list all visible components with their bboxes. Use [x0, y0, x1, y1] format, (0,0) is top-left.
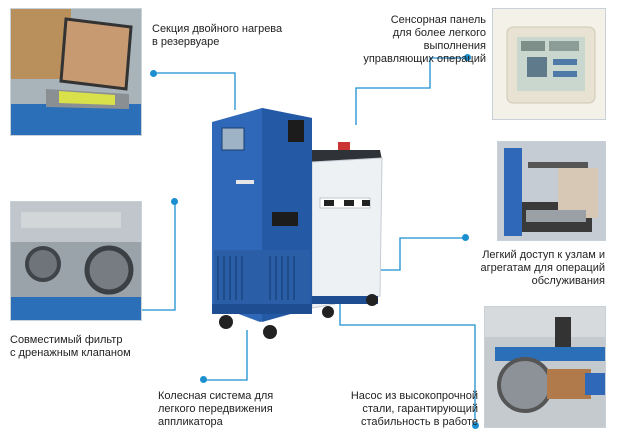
caption-pump: Насос из высокопрочной стали, гарантирую… [351, 390, 478, 429]
caption-line: стали, гарантирующий [362, 403, 478, 415]
marker-dot-touch-panel [464, 54, 471, 61]
marker-dot-filter [171, 198, 178, 205]
caption-line: для более легкого [392, 27, 486, 39]
touch-panel-photo [492, 8, 606, 120]
caption-line: выполнения [423, 40, 486, 52]
marker-dot-access [462, 234, 469, 241]
caption-line: в резервуаре [152, 36, 220, 48]
caption-maintenance-access: Легкий доступ к узлам и агрегатам для оп… [480, 249, 605, 288]
caption-line: агрегатам для операций [480, 262, 605, 274]
marker-dot-pump [472, 422, 479, 429]
caption-line: обслуживания [531, 275, 605, 287]
caption-line: Секция двойного нагрева [152, 23, 283, 35]
marker-dot-wheels [200, 376, 207, 383]
applicator-machine-image [200, 100, 400, 340]
caption-line: легкого передвижения [158, 403, 273, 415]
caption-line: Колесная система для [158, 390, 274, 402]
caption-line: с дренажным клапаном [10, 347, 131, 359]
caption-line: аппликатора [158, 416, 223, 428]
caption-line: Сенсорная панель [390, 14, 486, 26]
maintenance-access-photo [497, 141, 606, 241]
heating-section-photo [10, 8, 142, 136]
caption-touch-panel: Сенсорная панель для более легкого выпол… [363, 14, 486, 66]
pump-photo [484, 306, 606, 428]
caption-heating-section: Секция двойного нагрева в резервуаре [152, 23, 282, 49]
caption-line: Насос из высокопрочной [350, 390, 478, 402]
filter-photo [10, 201, 142, 321]
caption-line: Легкий доступ к узлам и [482, 249, 605, 261]
caption-wheels: Колесная система для легкого передвижени… [158, 390, 273, 429]
caption-filter: Совместимый фильтр с дренажным клапаном [10, 334, 131, 360]
caption-line: Совместимый фильтр [10, 334, 123, 346]
marker-dot-heating [150, 70, 157, 77]
caption-line: управляющих операций [363, 53, 486, 65]
caption-line: стабильность в работе [361, 416, 478, 428]
